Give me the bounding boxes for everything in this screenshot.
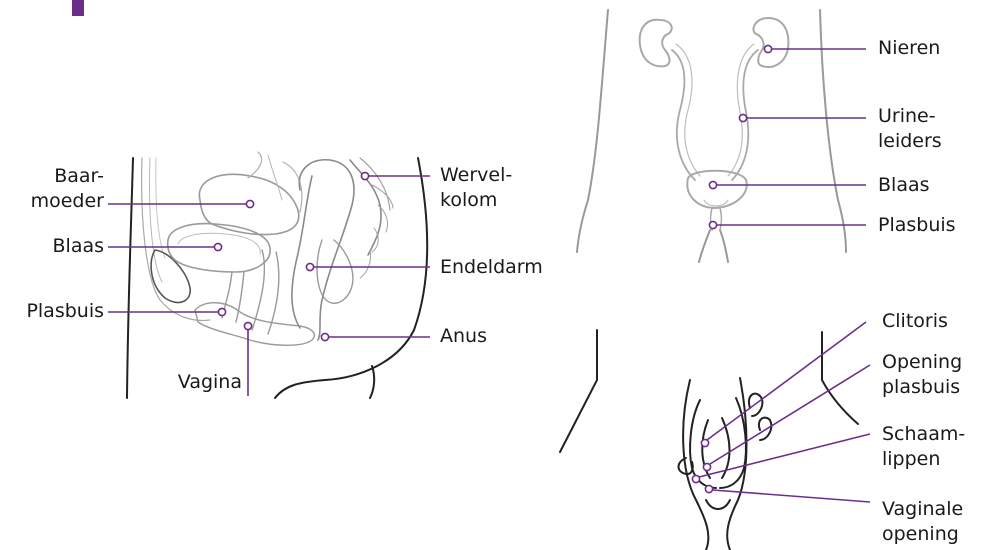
- vulva-leaders: [692, 322, 870, 502]
- vulva-illustration: [560, 330, 858, 550]
- label-urethra: Plasbuis: [10, 299, 104, 324]
- label-urinary-bladder: Blaas: [878, 173, 930, 198]
- label-urethral-opening: Opening plasbuis: [882, 350, 962, 400]
- label-bladder: Blaas: [20, 234, 104, 259]
- sagittal-section-illustration: [127, 152, 427, 398]
- label-vagina: Vagina: [160, 370, 242, 395]
- label-ureters: Urine- leiders: [878, 104, 942, 154]
- label-urinary-urethra: Plasbuis: [878, 213, 956, 238]
- header-accent-bar: [72, 0, 84, 16]
- label-uterus: Baar- moeder: [20, 164, 104, 214]
- label-anus: Anus: [440, 324, 487, 349]
- label-labia: Schaam- lippen: [882, 422, 965, 472]
- label-clitoris: Clitoris: [882, 309, 948, 334]
- label-kidneys: Nieren: [878, 36, 940, 61]
- label-spine: Wervel- kolom: [440, 163, 512, 213]
- label-rectum: Endeldarm: [440, 255, 543, 280]
- label-vaginal-opening: Vaginale opening: [882, 497, 963, 547]
- urinary-leaders: [709, 45, 866, 228]
